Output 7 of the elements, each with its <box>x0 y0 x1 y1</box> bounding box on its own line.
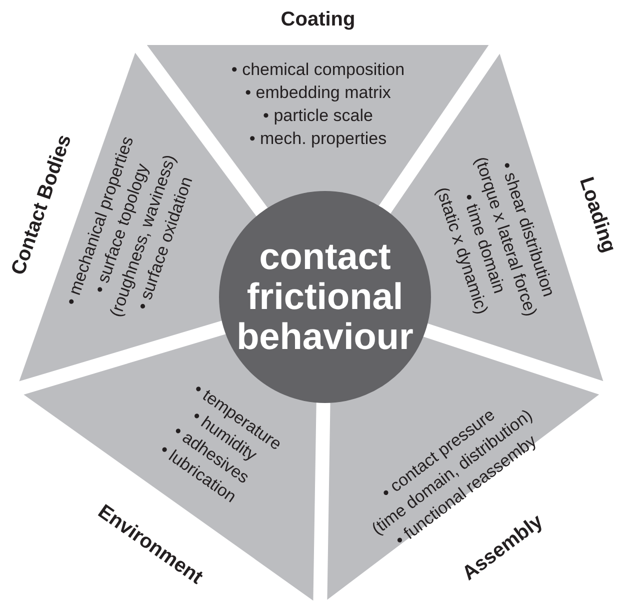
segment-heading: Coating <box>280 8 356 32</box>
list-item: • mech. properties <box>249 128 387 150</box>
list-item: • particle scale <box>263 105 373 127</box>
segment-heading: Loading <box>574 174 617 256</box>
list-item: • embedding matrix <box>245 82 391 104</box>
center-label: contact frictional behaviour <box>236 237 414 357</box>
list-item: • chemical composition <box>231 59 405 81</box>
